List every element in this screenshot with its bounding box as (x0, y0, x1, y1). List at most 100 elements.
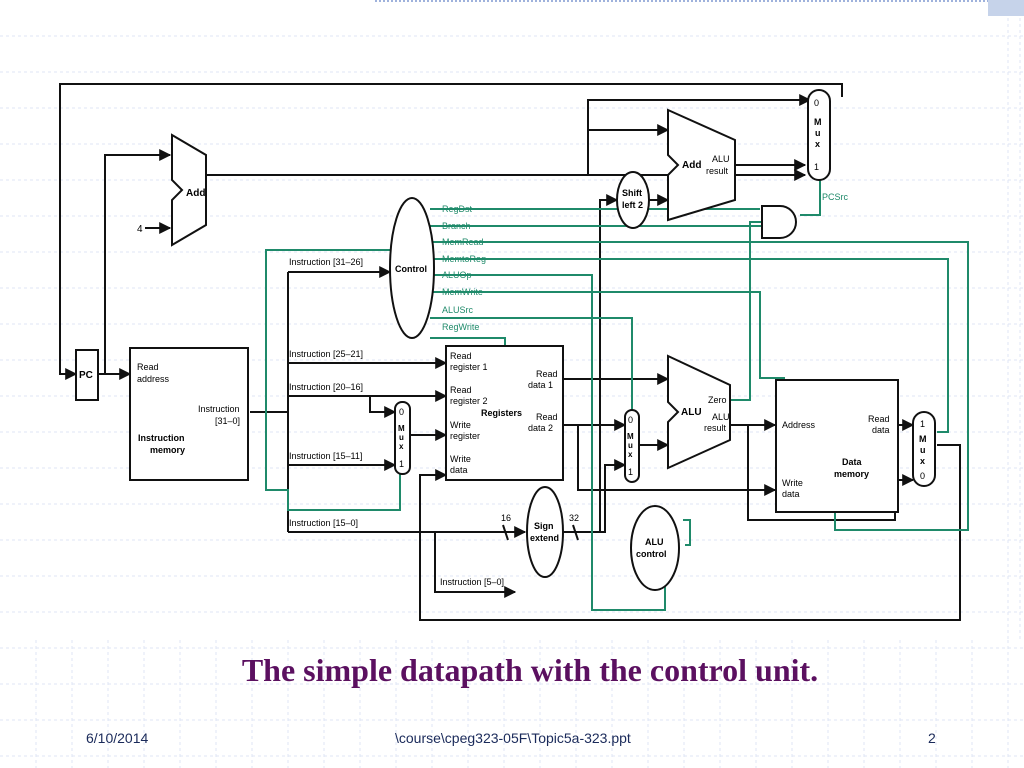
data-memory (775, 379, 899, 513)
const-four: 4 (137, 224, 143, 235)
reg-rd1b: data 1 (528, 380, 553, 390)
mem-mux-u: u (920, 445, 926, 455)
reg-rd2a: Read (536, 412, 558, 422)
branch-adder-label: Add (682, 160, 701, 171)
field-25-21: Instruction [25–21] (289, 349, 363, 359)
footer-path: \course\cpeg323-05F\Topic5a-323.ppt (395, 730, 631, 746)
alu-control (630, 505, 680, 591)
field-15-0: Instruction [15–0] (289, 518, 358, 528)
branch-adder-result: result (706, 166, 729, 176)
pc-label: PC (79, 370, 93, 381)
pc-register (75, 349, 99, 401)
control-signal-labels: RegDst Branch MemRead MemtoReg ALUOp Mem… (442, 204, 486, 332)
imem-read: Read (137, 362, 159, 372)
instruction-field-labels: Instruction [31–26] Instruction [25–21] … (289, 257, 504, 587)
mem-mux-x: x (920, 456, 925, 466)
pc-adder (171, 133, 207, 247)
control-unit (389, 197, 435, 339)
reg-rd2b: data 2 (528, 423, 553, 433)
sign-line2: extend (530, 533, 559, 543)
footer-date: 6/10/2014 (86, 730, 149, 746)
pc-mux-m: M (814, 117, 822, 127)
reg-rr2b: register 2 (450, 396, 488, 406)
alu-mux-in0: 0 (628, 415, 633, 425)
dmem-address: Address (782, 420, 816, 430)
imem-title1: Instruction (138, 433, 185, 443)
footer-page-number: 2 (928, 730, 936, 746)
reg-mux-x: x (399, 442, 404, 451)
alu-label: ALU (681, 407, 702, 418)
alu-mux-m: M (627, 432, 634, 441)
alu-mux-in1: 1 (628, 467, 633, 477)
control-label: Control (395, 264, 427, 274)
branch-and-gate (761, 205, 797, 239)
sign-extend (526, 486, 564, 578)
alu-zero: Zero (708, 395, 727, 405)
dmem-wdb: data (782, 489, 800, 499)
sig-memread: MemRead (442, 237, 484, 247)
instruction-memory (129, 347, 249, 481)
reg-dst-mux (394, 401, 411, 475)
dmem-title1: Data (842, 457, 863, 467)
sig-memwrite: MemWrite (442, 287, 483, 297)
imem-title2: memory (150, 445, 185, 455)
alu-src-mux (624, 409, 640, 483)
sig-regwrite: RegWrite (442, 322, 479, 332)
branch-adder-alu: ALU (712, 154, 730, 164)
mem-mux-in1: 1 (920, 419, 925, 429)
mem-mux-in0: 0 (920, 471, 925, 481)
field-20-16: Instruction [20–16] (289, 382, 363, 392)
sig-branch: Branch (442, 221, 471, 231)
dmem-rda: Read (868, 414, 890, 424)
reg-rr1b: register 1 (450, 362, 488, 372)
pc-source-mux (807, 89, 831, 181)
alu-mux-u: u (628, 441, 633, 450)
imem-instr: Instruction (198, 404, 240, 414)
sig-regdst: RegDst (442, 204, 473, 214)
main-alu (667, 354, 731, 470)
reg-wda: Write (450, 454, 471, 464)
reg-mux-in1: 1 (399, 459, 404, 469)
field-5-0: Instruction [5–0] (440, 577, 504, 587)
aluctl-line2: control (636, 549, 667, 559)
corner-decoration (988, 0, 1024, 16)
alu-result1: ALU (712, 412, 730, 422)
dmem-title2: memory (834, 469, 869, 479)
sig-aluop: ALUOp (442, 270, 472, 280)
register-file (445, 345, 564, 481)
field-31-26: Instruction [31–26] (289, 257, 363, 267)
reg-mux-u: u (399, 433, 404, 442)
top-dotted-rule (375, 0, 988, 2)
reg-wra: Write (450, 420, 471, 430)
datapath-wires (59, 83, 961, 621)
reg-rr2a: Read (450, 385, 472, 395)
pc-mux-in1: 1 (814, 162, 819, 172)
sign-in-bits: 16 (501, 513, 511, 523)
aluctl-line1: ALU (645, 537, 664, 547)
sign-line1: Sign (534, 521, 554, 531)
control-signal-lines (265, 175, 969, 611)
pc-mux-x: x (815, 139, 820, 149)
pc-mux-in0: 0 (814, 98, 819, 108)
dmem-rdb: data (872, 425, 890, 435)
dmem-wda: Write (782, 478, 803, 488)
pc-adder-label: Add (186, 188, 205, 199)
pcsrc-label: PCSrc (822, 192, 849, 202)
mem-to-reg-mux (912, 411, 936, 487)
mem-mux-m: M (919, 434, 927, 444)
reg-title: Registers (481, 408, 522, 418)
shift-line2: left 2 (622, 200, 643, 210)
reg-rr1a: Read (450, 351, 472, 361)
pc-mux-u: u (815, 128, 821, 138)
sig-alusrc: ALUSrc (442, 305, 474, 315)
reg-mux-m: M (398, 424, 405, 433)
sign-out-bits: 32 (569, 513, 579, 523)
reg-wdb: data (450, 465, 468, 475)
reg-mux-in0: 0 (399, 407, 404, 417)
shift-line1: Shift (622, 188, 642, 198)
branch-adder (667, 108, 736, 222)
alu-mux-x: x (628, 450, 633, 459)
alu-result2: result (704, 423, 727, 433)
slide-caption: The simple datapath with the control uni… (241, 652, 819, 688)
